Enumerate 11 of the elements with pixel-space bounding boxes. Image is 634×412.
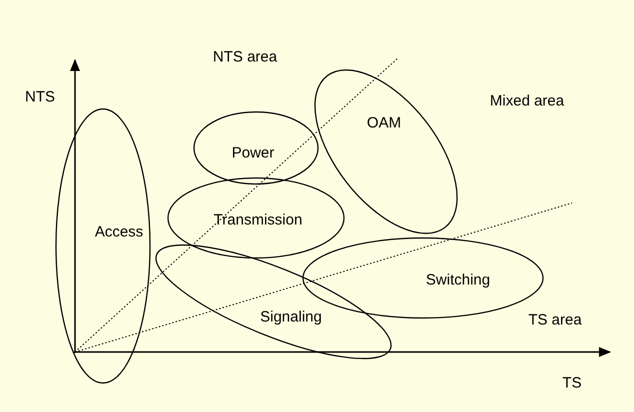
region-label: Mixed area bbox=[490, 92, 564, 110]
area-label: Switching bbox=[426, 272, 490, 288]
region-label: TS area bbox=[528, 312, 582, 328]
area-label: OAM bbox=[366, 114, 402, 132]
region-label: NTS area bbox=[212, 48, 278, 66]
axis-label: NTS bbox=[25, 88, 55, 106]
area-label: Access bbox=[94, 224, 144, 240]
axis-label: TS bbox=[562, 374, 582, 392]
area-label: Transmission bbox=[214, 212, 302, 228]
area-label: Signaling bbox=[260, 308, 322, 326]
area-label: Power bbox=[232, 144, 274, 162]
